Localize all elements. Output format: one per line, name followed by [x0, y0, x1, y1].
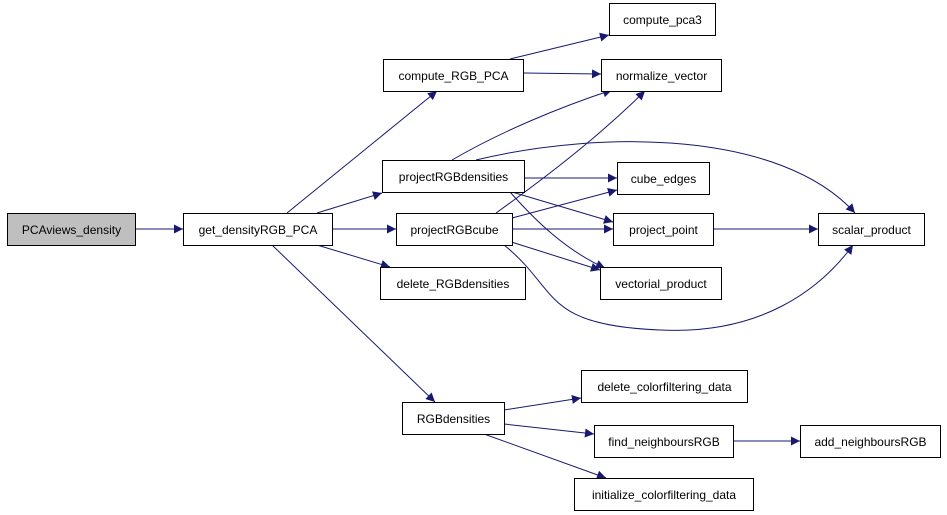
node-label: initialize_colorfiltering_data: [592, 488, 736, 502]
edges-layer: [135, 32, 856, 480]
edge-RGBdensities-to-initialize_colorfiltering_data: [483, 433, 607, 480]
node-label: projectRGBcube: [410, 223, 498, 237]
node-label: project_point: [629, 223, 698, 237]
node-vectorial_product[interactable]: vectorial_product: [600, 267, 722, 300]
edge-RGBdensities-to-delete_colorfiltering_data: [503, 394, 582, 411]
node-box: [818, 213, 925, 246]
node-delete_RGBdensities[interactable]: delete_RGBdensities: [380, 267, 526, 300]
node-normalize_vector[interactable]: normalize_vector: [601, 59, 722, 92]
node-compute_RGB_PCA[interactable]: compute_RGB_PCA: [383, 59, 524, 92]
node-box: [380, 267, 526, 300]
node-find_neighboursRGB[interactable]: find_neighboursRGB: [594, 425, 734, 458]
node-box: [800, 425, 941, 458]
node-box: [402, 402, 505, 435]
edge-projectRGBcube-to-normalize_vector: [495, 90, 646, 214]
node-label: add_neighboursRGB: [814, 435, 926, 449]
edge-projectRGBdensities-to-scalar_product: [475, 141, 856, 214]
edge-projectRGBcube-to-vectorial_product: [504, 239, 601, 272]
edge-get_densityRGB_PCA-to-projectRGBdensities: [316, 191, 383, 214]
node-box: [601, 59, 722, 92]
node-projectRGBdensities[interactable]: projectRGBdensities: [382, 160, 525, 193]
node-label: normalize_vector: [616, 69, 707, 83]
nodes-layer: PCAviews_density get_densityRGB_PCA comput…: [7, 3, 941, 511]
node-label: vectorial_product: [615, 277, 707, 291]
node-projectRGBcube[interactable]: projectRGBcube: [396, 213, 513, 246]
node-box: [617, 162, 710, 195]
node-label: delete_RGBdensities: [397, 277, 510, 291]
edge-RGBdensities-to-find_neighboursRGB: [503, 423, 595, 438]
node-label: PCAviews_density: [22, 223, 121, 237]
edge-projectRGBcube-to-scalar_product: [503, 244, 854, 331]
node-add_neighboursRGB[interactable]: add_neighboursRGB: [800, 425, 941, 458]
node-label: compute_pca3: [623, 13, 702, 27]
edge-compute_RGB_PCA-to-normalize_vector: [522, 69, 602, 79]
node-label: find_neighboursRGB: [608, 435, 719, 449]
node-label: RGBdensities: [417, 412, 490, 426]
node-box: [609, 3, 716, 36]
node-scalar_product[interactable]: scalar_product: [818, 213, 925, 246]
node-label: get_densityRGB_PCA: [199, 223, 318, 237]
node-box: [581, 370, 748, 403]
node-label: delete_colorfiltering_data: [597, 380, 731, 394]
node-initialize_colorfiltering_data[interactable]: initialize_colorfiltering_data: [574, 478, 754, 511]
node-compute_pca3[interactable]: compute_pca3: [609, 3, 716, 36]
node-label: projectRGBdensities: [399, 170, 508, 184]
edge-projectRGBdensities-to-project_point: [511, 191, 614, 224]
node-box: [574, 478, 754, 511]
node-box: [7, 213, 136, 246]
node-project_point[interactable]: project_point: [613, 213, 714, 246]
node-box: [613, 213, 714, 246]
node-box: [382, 160, 525, 193]
edge-projectRGBdensities-to-normalize_vector: [451, 88, 613, 161]
node-cube_edges[interactable]: cube_edges: [617, 162, 710, 195]
edge-get_densityRGB_PCA-to-delete_RGBdensities: [316, 244, 391, 269]
node-box: [600, 267, 722, 300]
edge-projectRGBdensities-to-vectorial_product: [509, 191, 606, 269]
node-RGBdensities[interactable]: RGBdensities: [402, 402, 505, 435]
node-box: [383, 59, 524, 92]
node-box: [396, 213, 513, 246]
edge-get_densityRGB_PCA-to-compute_RGB_PCA: [286, 90, 438, 214]
edge-compute_RGB_PCA-to-compute_pca3: [509, 32, 610, 60]
node-box: [594, 425, 734, 458]
node-pcaviews_density: PCAviews_density: [7, 213, 136, 246]
node-label: cube_edges: [631, 172, 696, 186]
edge-get_densityRGB_PCA-to-RGBdensities: [271, 244, 436, 403]
node-label: compute_RGB_PCA: [398, 69, 508, 83]
node-label: scalar_product: [832, 223, 911, 237]
node-get_densityRGB_PCA[interactable]: get_densityRGB_PCA: [183, 213, 333, 246]
node-delete_colorfiltering_data[interactable]: delete_colorfiltering_data: [581, 370, 748, 403]
node-box: [183, 213, 333, 246]
edge-projectRGBcube-to-cube_edges: [511, 187, 618, 219]
